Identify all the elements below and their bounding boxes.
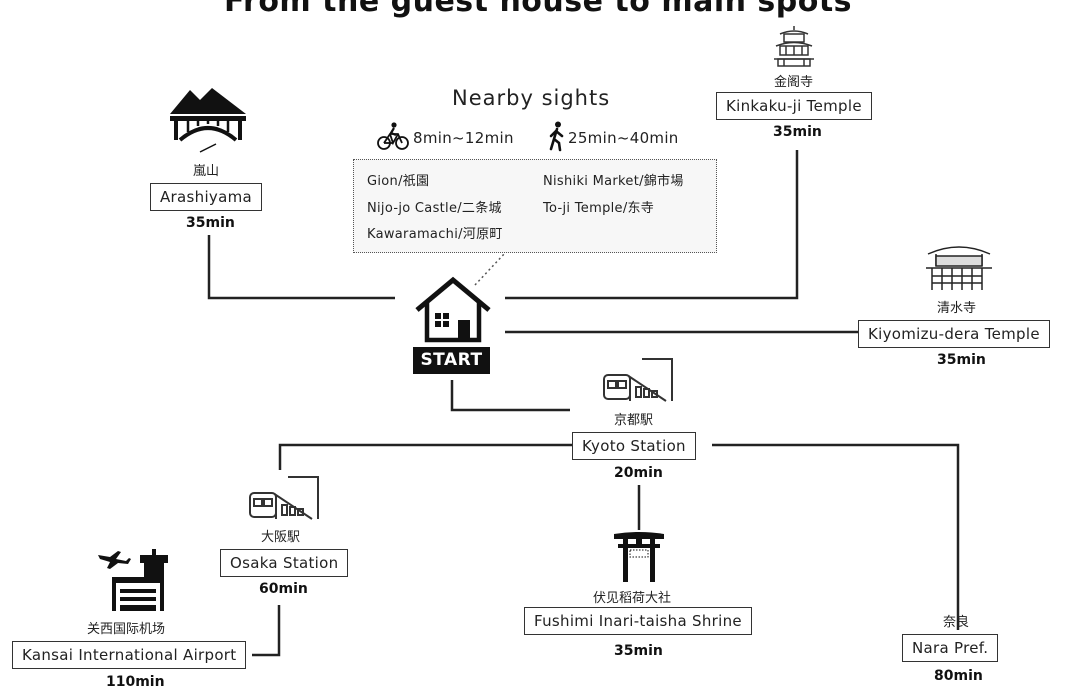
- arashiyama-label: Arashiyama: [150, 183, 262, 211]
- dotted-pointer: [474, 252, 506, 286]
- sight-gion: Gion/祇園: [367, 174, 430, 189]
- kyoto-time: 20min: [614, 465, 663, 481]
- kinkakuji-label: Kinkaku-ji Temple: [716, 92, 872, 120]
- kansai-jp: 关西国际机场: [87, 622, 166, 637]
- sight-nijo: Nijo-jo Castle/二条城: [367, 201, 502, 216]
- kansai-label: Kansai International Airport: [12, 641, 247, 669]
- nearby-sights-box: Gion/祇園 Nishiki Market/錦市場 Nijo-jo Castl…: [353, 159, 717, 253]
- airport-icon: [98, 549, 168, 611]
- fushimi-jp: 伏见稻荷大社: [593, 591, 672, 606]
- line-kinkakuji: [505, 150, 799, 300]
- walk-time: 25min~40min: [568, 129, 679, 147]
- line-arashiyama: [207, 235, 395, 300]
- kiyomizu-jp: 清水寺: [937, 301, 977, 316]
- sight-nishiki: Nishiki Market/錦市場: [543, 174, 684, 189]
- walking-icon: [549, 121, 564, 152]
- kiyomizu-time: 35min: [937, 352, 986, 368]
- osaka-jp: 大阪駅: [261, 530, 301, 545]
- kinkakuji-jp: 金阁寺: [774, 75, 814, 90]
- bike-time: 8min~12min: [413, 129, 514, 147]
- osaka-label: Osaka Station: [220, 549, 349, 577]
- train-station-icon: [249, 476, 319, 520]
- nara-time: 80min: [934, 668, 983, 684]
- nearby-heading: Nearby sights: [452, 86, 611, 110]
- torii-gate-icon: [614, 532, 664, 582]
- line-kyoto: [450, 380, 570, 412]
- arashiyama-time: 35min: [186, 215, 235, 231]
- fushimi-label: Fushimi Inari-taisha Shrine: [524, 607, 752, 635]
- nara-jp: 奈良: [943, 615, 970, 630]
- start-label: START: [413, 347, 490, 374]
- train-station-icon: [603, 358, 673, 402]
- arashiyama-jp: 嵐山: [193, 164, 220, 179]
- bicycle-icon: [377, 122, 409, 150]
- osaka-time: 60min: [259, 581, 308, 597]
- kinkakuji-time: 35min: [773, 124, 822, 140]
- nara-label: Nara Pref.: [902, 634, 999, 662]
- page-title: From the guest house to main spots: [223, 0, 853, 19]
- house-icon: [415, 276, 491, 343]
- mountain-bridge-icon: [170, 88, 246, 153]
- kansai-time: 110min: [106, 674, 165, 690]
- temple-icon: [926, 246, 992, 290]
- kyoto-label: Kyoto Station: [572, 432, 696, 460]
- fushimi-time: 35min: [614, 643, 663, 659]
- line-nara: [712, 443, 960, 630]
- line-kansai: [252, 605, 281, 657]
- sight-toji: To-ji Temple/东寺: [543, 201, 655, 216]
- kyoto-jp: 京都駅: [614, 413, 654, 428]
- line-osaka: [278, 443, 572, 470]
- pavilion-icon: [774, 26, 814, 67]
- kiyomizu-label: Kiyomizu-dera Temple: [858, 320, 1050, 348]
- sight-kawaramachi: Kawaramachi/河原町: [367, 227, 503, 242]
